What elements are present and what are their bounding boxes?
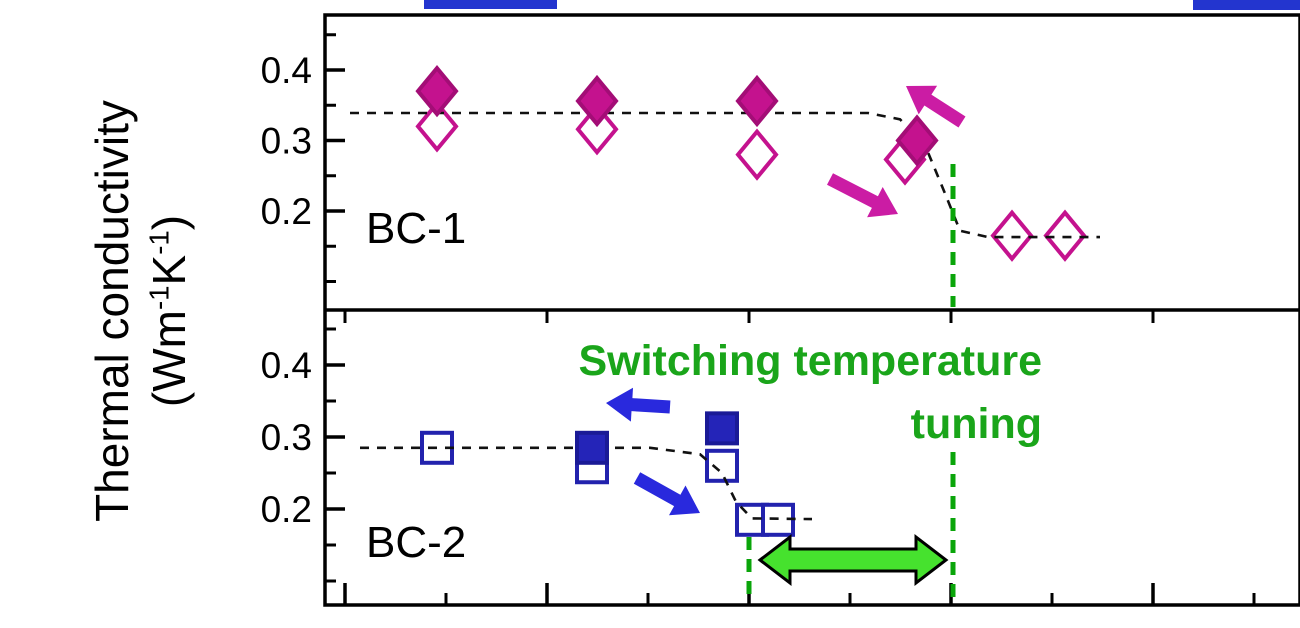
data-point-diamond-open: [990, 209, 1034, 262]
switching-annotation-line2: tuning: [910, 400, 1042, 448]
panel-label-bc1: BC-1: [366, 204, 467, 253]
guide-dashed-line: [350, 111, 1100, 239]
data-point-diamond-open: [1043, 209, 1087, 262]
panel-label-bc2: BC-2: [366, 518, 467, 567]
y-tick-label: 0.4: [261, 50, 312, 91]
y-axis-label-line2: (Wm-1K-1): [143, 214, 195, 408]
data-point-diamond-solid: [415, 65, 459, 118]
tuning-range-arrow: [757, 533, 949, 587]
y-tick-label: 0.2: [261, 191, 312, 232]
switching-annotation-line1: Switching temperature: [578, 337, 1042, 385]
y-axis-label: Thermal conductivity (Wm-1K-1): [84, 11, 202, 611]
y-tick-label: 0.3: [261, 121, 312, 162]
direction-arrow: [827, 173, 898, 218]
legend-fragment: [1193, 0, 1300, 10]
guide-dashed-line: [360, 446, 813, 521]
direction-arrow: [606, 387, 671, 422]
direction-arrow: [633, 472, 700, 516]
data-point-diamond-open: [575, 103, 619, 156]
direction-arrow: [906, 85, 966, 128]
data-point-diamond-solid: [895, 114, 939, 167]
y-tick-label: 0.3: [261, 417, 312, 458]
data-point-square-solid: [705, 411, 739, 446]
switching-temperature-annotation: Switching temperature tuning: [578, 330, 1042, 456]
data-point-square-solid: [575, 430, 609, 465]
data-point-diamond-solid: [575, 74, 619, 128]
data-point-diamond-open: [735, 128, 779, 181]
legend-fragment: [424, 0, 557, 9]
data-point-diamond-solid: [735, 74, 779, 128]
data-point-diamond-open: [415, 100, 459, 153]
y-tick-label: 0.4: [261, 345, 312, 386]
y-tick-label: 0.2: [261, 489, 312, 530]
y-axis-label-line1: Thermal conductivity: [86, 100, 138, 522]
